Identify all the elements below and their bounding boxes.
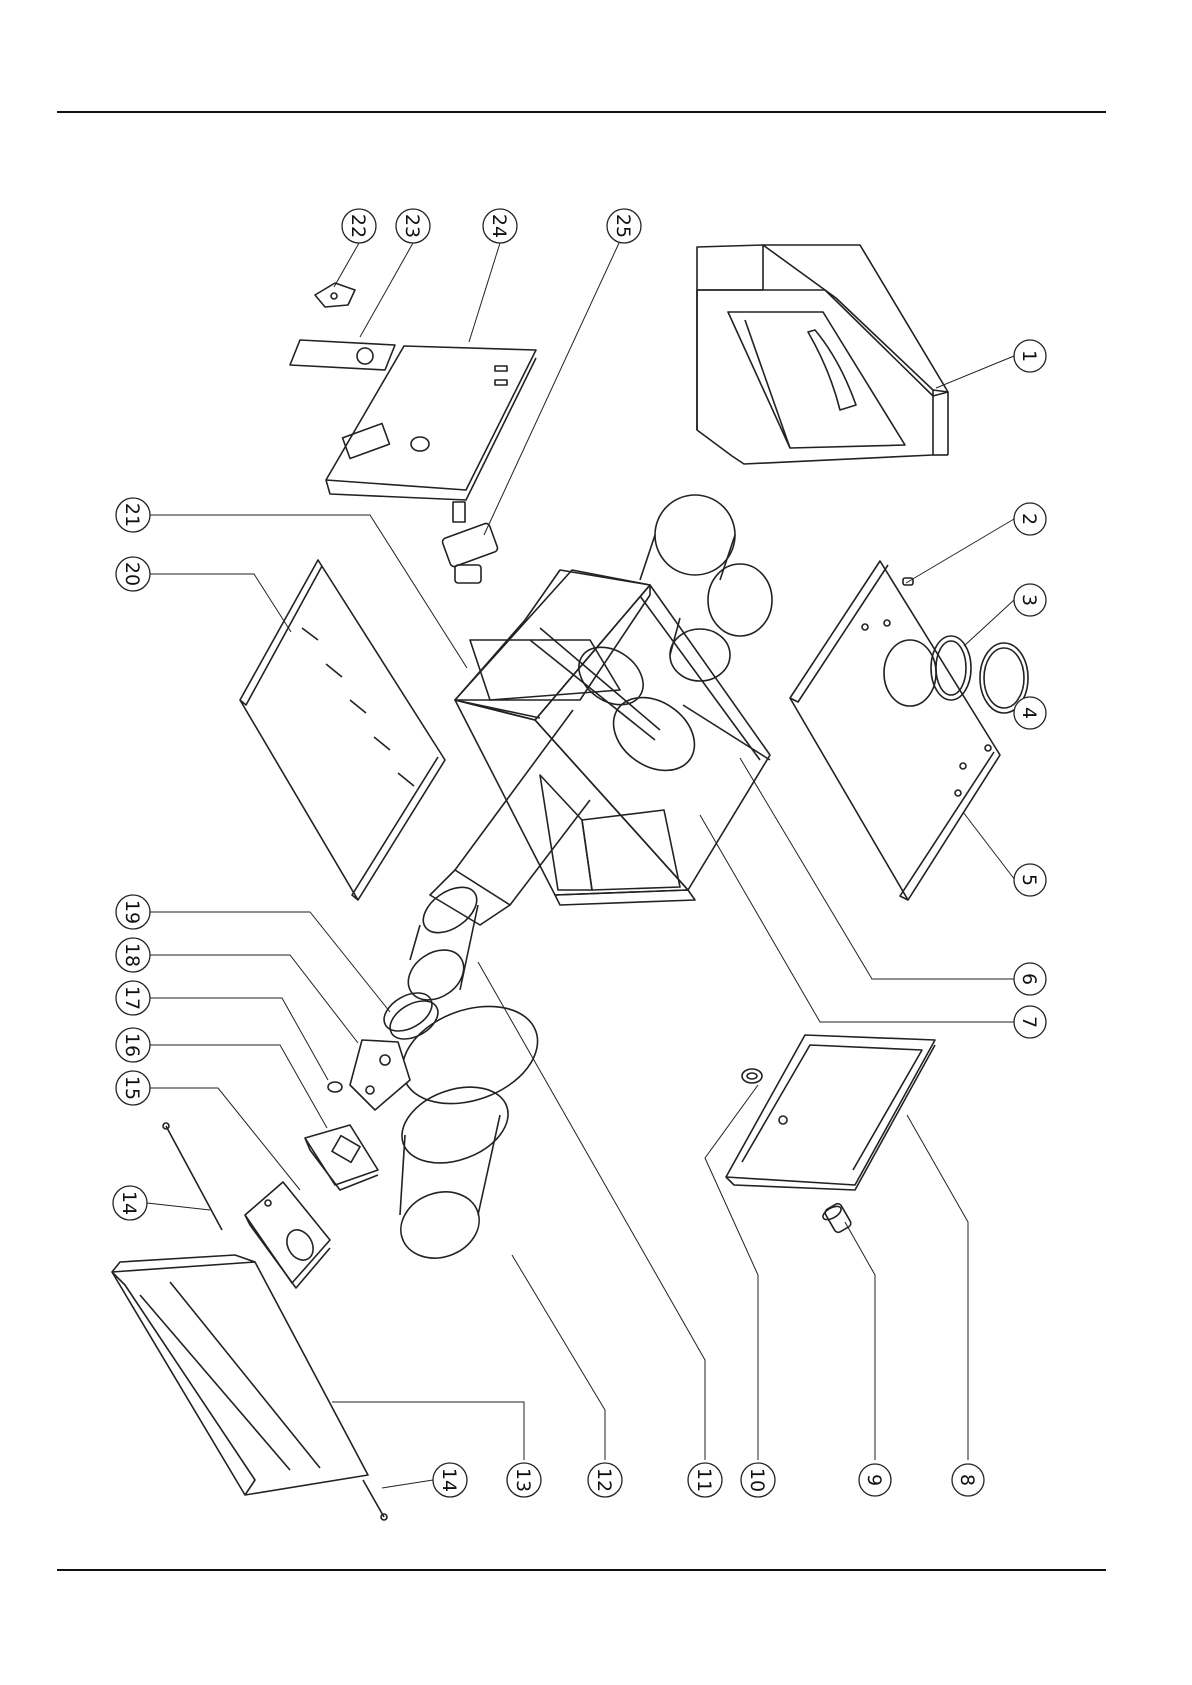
callout-label: 10 [746, 1468, 768, 1492]
callout-9: 9 [859, 1464, 891, 1496]
callout-4: 4 [1014, 697, 1046, 729]
callout-5: 5 [1014, 864, 1046, 896]
callout-14-upper: 14 [113, 1186, 147, 1220]
callout-21: 21 [116, 498, 150, 532]
callout-13: 13 [507, 1463, 541, 1497]
callout-23: 23 [396, 209, 430, 243]
callout-19: 19 [116, 895, 150, 929]
callout-10: 10 [741, 1463, 775, 1497]
callout-label: 12 [593, 1468, 615, 1492]
callout-label: 3 [1018, 594, 1040, 606]
callout-label: 5 [1018, 874, 1040, 886]
callout-1: 1 [1014, 340, 1046, 372]
callout-16: 16 [116, 1028, 150, 1062]
callout-label: 9 [863, 1474, 885, 1486]
callout-label: 16 [121, 1033, 143, 1057]
callout-12: 12 [588, 1463, 622, 1497]
callout-7: 7 [1014, 1006, 1046, 1038]
callout-label: 4 [1018, 707, 1040, 719]
callout-label: 14 [438, 1468, 460, 1492]
callout-label: 7 [1018, 1016, 1040, 1028]
callout-label: 21 [121, 503, 143, 527]
callout-label: 1 [1018, 350, 1040, 362]
callout-label: 20 [121, 562, 143, 586]
callout-label: 19 [121, 900, 143, 924]
callout-24: 24 [483, 209, 517, 243]
callout-3: 3 [1014, 584, 1046, 616]
callout-label: 17 [121, 986, 143, 1010]
callout-18: 18 [116, 938, 150, 972]
callout-label: 24 [488, 214, 510, 238]
callout-label: 23 [401, 214, 423, 238]
callout-label: 8 [956, 1474, 978, 1486]
callout-2: 2 [1014, 503, 1046, 535]
callout-label: 14 [118, 1191, 140, 1215]
callout-label: 6 [1018, 973, 1040, 985]
callout-6: 6 [1014, 963, 1046, 995]
callout-label: 22 [347, 214, 369, 238]
callout-20: 20 [116, 557, 150, 591]
callout-14-lower: 14 [433, 1463, 467, 1497]
callout-label: 15 [121, 1076, 143, 1100]
callout-label: 2 [1018, 513, 1040, 525]
part-23-cover-plate [290, 340, 395, 370]
callout-label: 18 [121, 943, 143, 967]
callout-label: 11 [693, 1468, 715, 1492]
callout-15: 15 [116, 1071, 150, 1105]
callout-22: 22 [342, 209, 376, 243]
callout-8: 8 [952, 1464, 984, 1496]
callout-25: 25 [607, 209, 641, 243]
callout-label: 25 [612, 214, 634, 238]
callout-label: 13 [512, 1468, 534, 1492]
callout-11: 11 [688, 1463, 722, 1497]
callout-17: 17 [116, 981, 150, 1015]
